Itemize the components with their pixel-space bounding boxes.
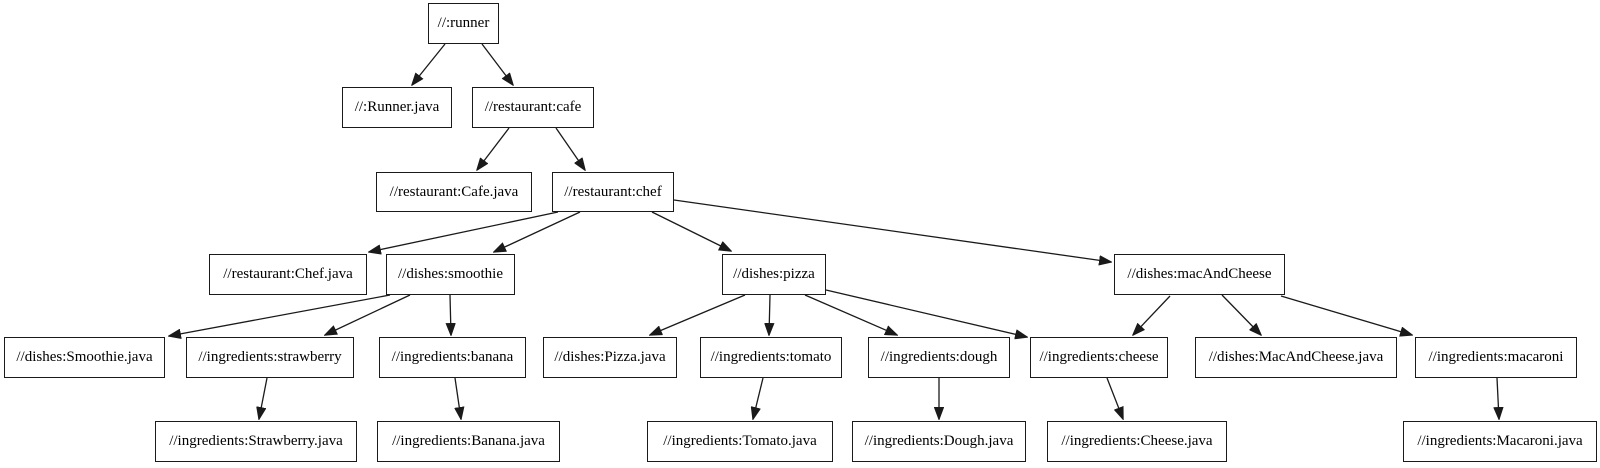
edge-macandcheese-to-cheese bbox=[1133, 295, 1171, 335]
edge-pizza-to-pizza-java bbox=[650, 294, 746, 335]
node-label: //:runner bbox=[437, 15, 490, 31]
node-label: //dishes:Smoothie.java bbox=[16, 349, 153, 365]
edge-cheese-to-cheese-java bbox=[1106, 377, 1123, 419]
graph-node-macaroni: //ingredients:macaroni bbox=[1415, 337, 1577, 378]
edge-chef-to-chef-java bbox=[369, 211, 559, 252]
node-label: //ingredients:Macaroni.java bbox=[1417, 433, 1583, 449]
node-label: //:Runner.java bbox=[354, 99, 440, 115]
graph-node-pizza: //dishes:pizza bbox=[722, 254, 826, 295]
edge-chef-to-pizza bbox=[651, 211, 731, 251]
graph-node-runner: //:runner bbox=[428, 3, 499, 44]
edge-runner-to-runner-java bbox=[412, 43, 446, 85]
graph-node-runner-java: //:Runner.java bbox=[342, 87, 452, 128]
graph-node-cafe: //restaurant:cafe bbox=[472, 87, 594, 128]
node-label: //ingredients:Cheese.java bbox=[1061, 433, 1213, 449]
graph-node-tomato-java: //ingredients:Tomato.java bbox=[647, 421, 833, 462]
graph-node-smoothie: //dishes:smoothie bbox=[386, 254, 515, 295]
edge-cafe-to-chef bbox=[555, 127, 585, 170]
node-label: //dishes:macAndCheese bbox=[1127, 266, 1272, 282]
edges-group bbox=[169, 43, 1499, 419]
graph-node-macaroni-java: //ingredients:Macaroni.java bbox=[1403, 421, 1597, 462]
node-label: //ingredients:Dough.java bbox=[864, 433, 1014, 449]
node-label: //ingredients:Tomato.java bbox=[663, 433, 817, 449]
edge-smoothie-to-banana bbox=[450, 294, 451, 335]
graph-node-dough: //ingredients:dough bbox=[868, 337, 1010, 378]
edge-smoothie-to-strawberry bbox=[325, 294, 411, 335]
node-label: //restaurant:Cafe.java bbox=[389, 183, 519, 200]
node-label: //restaurant:chef bbox=[564, 183, 662, 200]
edge-macaroni-to-macaroni-java bbox=[1497, 377, 1499, 419]
node-label: //ingredients:banana bbox=[391, 349, 514, 365]
graph-node-dough-java: //ingredients:Dough.java bbox=[852, 421, 1026, 462]
graph-node-chef-java: //restaurant:Chef.java bbox=[209, 254, 367, 295]
node-label: //ingredients:Banana.java bbox=[392, 433, 545, 449]
graph-node-macandcheese: //dishes:macAndCheese bbox=[1114, 254, 1285, 295]
edge-macandcheese-to-macaroni bbox=[1280, 295, 1412, 335]
node-label: //dishes:MacAndCheese.java bbox=[1208, 349, 1384, 365]
edge-banana-to-banana-java bbox=[455, 377, 461, 419]
node-label: //ingredients:Strawberry.java bbox=[169, 433, 343, 449]
graph-node-smoothie-java: //dishes:Smoothie.java bbox=[4, 337, 165, 378]
edge-pizza-to-tomato bbox=[769, 294, 770, 335]
node-label: //ingredients:strawberry bbox=[198, 349, 342, 365]
node-label: //ingredients:tomato bbox=[710, 349, 832, 365]
node-label: //restaurant:Chef.java bbox=[223, 266, 353, 282]
graph-node-cheese: //ingredients:cheese bbox=[1030, 337, 1168, 378]
edge-pizza-to-cheese bbox=[825, 289, 1027, 337]
graph-node-macandcheese-java: //dishes:MacAndCheese.java bbox=[1195, 337, 1397, 378]
edge-cafe-to-cafe-java bbox=[477, 127, 510, 170]
edge-runner-to-cafe bbox=[481, 43, 513, 85]
node-label: //dishes:pizza bbox=[733, 266, 815, 282]
node-label: //dishes:smoothie bbox=[398, 266, 503, 282]
graph-node-cafe-java: //restaurant:Cafe.java bbox=[376, 172, 532, 212]
edge-smoothie-to-smoothie-java bbox=[169, 294, 391, 336]
graph-node-tomato: //ingredients:tomato bbox=[700, 337, 842, 378]
node-label: //ingredients:macaroni bbox=[1428, 349, 1564, 365]
node-label: //ingredients:dough bbox=[880, 349, 998, 365]
edge-chef-to-macandcheese bbox=[673, 199, 1111, 262]
graph-node-pizza-java: //dishes:Pizza.java bbox=[543, 337, 677, 378]
node-label: //ingredients:cheese bbox=[1039, 349, 1159, 365]
edge-strawberry-to-strawberry-java bbox=[259, 377, 268, 419]
graph-node-banana: //ingredients:banana bbox=[379, 337, 526, 378]
node-label: //dishes:Pizza.java bbox=[554, 349, 666, 365]
graph-node-cheese-java: //ingredients:Cheese.java bbox=[1047, 421, 1227, 462]
graph-node-banana-java: //ingredients:Banana.java bbox=[377, 421, 560, 462]
graph-node-chef: //restaurant:chef bbox=[552, 172, 674, 212]
edge-chef-to-smoothie bbox=[494, 211, 581, 252]
graph-node-strawberry: //ingredients:strawberry bbox=[186, 337, 354, 378]
graph-node-strawberry-java: //ingredients:Strawberry.java bbox=[155, 421, 357, 462]
node-label: //restaurant:cafe bbox=[484, 99, 582, 115]
edge-pizza-to-dough bbox=[804, 294, 897, 335]
edge-tomato-to-tomato-java bbox=[753, 377, 764, 419]
edge-macandcheese-to-macandcheese-java bbox=[1221, 294, 1261, 335]
